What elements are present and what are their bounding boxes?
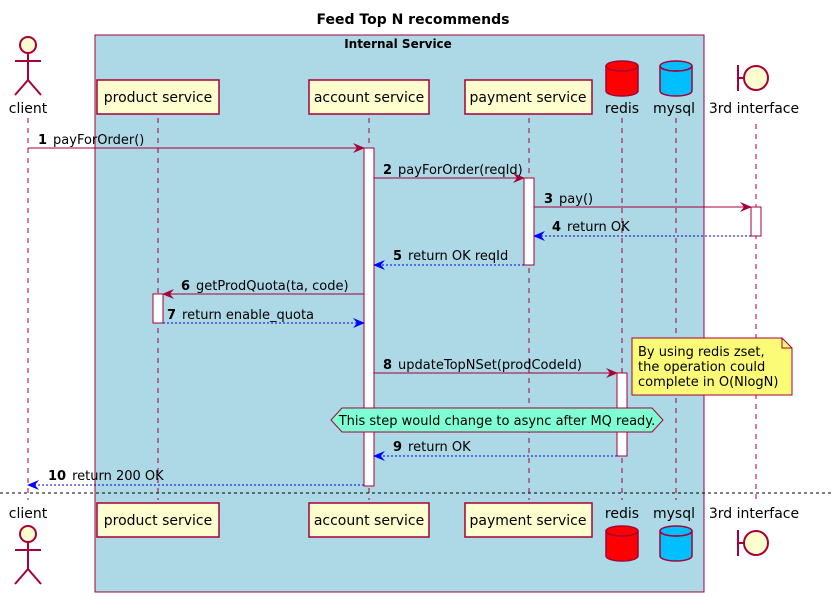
diagram-title: Feed Top N recommends <box>317 12 510 28</box>
account-service-label-top: account service <box>314 90 424 106</box>
account-service-label-bottom: account service <box>314 513 424 529</box>
payment-activation <box>523 177 535 266</box>
boundary-icon-bottom <box>737 530 769 556</box>
interface-label-top: 3rd interface <box>709 101 799 117</box>
note-line-1: By using redis zset, <box>638 345 765 360</box>
async-hnote-text: This step would change to async after MQ… <box>338 414 656 429</box>
note-line-3: complete in O(NlogN) <box>638 375 778 390</box>
account-service-box-bottom <box>308 502 430 538</box>
internal-service-title: Internal Service <box>344 37 452 51</box>
redis-database-icon-bottom <box>605 525 639 562</box>
client-actor-bottom <box>14 525 42 585</box>
mysql-database-icon-bottom <box>659 525 693 562</box>
redis-label-bottom: redis <box>605 506 639 522</box>
client-label-bottom: client <box>9 506 48 522</box>
redis-note <box>631 337 793 396</box>
note-fold <box>781 338 792 349</box>
mysql-label-bottom: mysql <box>653 506 695 522</box>
account-activation <box>363 147 375 487</box>
payment-service-box-bottom <box>464 502 593 538</box>
interface-activation <box>750 206 762 237</box>
redis-label-top: redis <box>605 101 639 117</box>
redis-database-icon-top <box>605 60 639 97</box>
product-service-box-top <box>96 79 220 115</box>
note-line-2: the operation could <box>638 360 765 375</box>
payment-service-label-top: payment service <box>470 90 587 106</box>
product-service-label-bottom: product service <box>104 513 212 529</box>
client-actor-top <box>14 36 42 96</box>
product-service-label-top: product service <box>104 90 212 106</box>
client-label-top: client <box>9 101 48 117</box>
product-service-box-bottom <box>96 502 220 538</box>
payment-service-box-top <box>464 79 593 115</box>
account-service-box-top <box>308 79 430 115</box>
boundary-icon-top <box>737 65 769 91</box>
internal-service-box <box>94 34 705 593</box>
mysql-label-top: mysql <box>653 101 695 117</box>
payment-service-label-bottom: payment service <box>470 513 587 529</box>
mysql-database-icon-top <box>659 60 693 97</box>
product-activation <box>152 293 164 324</box>
interface-label-bottom: 3rd interface <box>709 506 799 522</box>
async-hnote <box>330 407 664 433</box>
